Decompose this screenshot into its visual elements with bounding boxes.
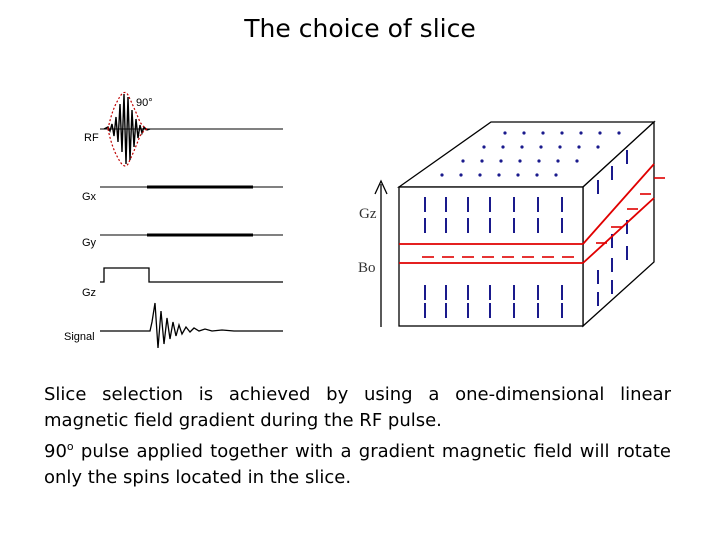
spin-dot xyxy=(539,145,543,149)
spin-dot xyxy=(596,145,600,149)
spin-dot xyxy=(478,173,482,177)
spin-dot xyxy=(522,131,526,135)
spin-dot xyxy=(598,131,602,135)
rf-pulse xyxy=(103,93,151,165)
spin-dot xyxy=(503,131,507,135)
selected-slice xyxy=(399,163,665,264)
signal-label: Signal xyxy=(64,331,95,343)
spin-dot xyxy=(537,159,541,163)
spin-dot xyxy=(459,173,463,177)
cube xyxy=(396,120,665,328)
description-paragraph-2: 90o pulse applied together with a gradie… xyxy=(44,434,671,491)
mri-figure: RF 90° Gx Gy Gz Signal Gz Bo xyxy=(64,91,665,349)
spin-dot xyxy=(497,173,501,177)
gradient-axis: Gz Bo xyxy=(358,179,388,327)
page-title: The choice of slice xyxy=(244,14,476,43)
spins-top xyxy=(440,131,621,177)
spin-dot xyxy=(556,159,560,163)
spin-dot xyxy=(579,131,583,135)
slice-side-bottom xyxy=(582,197,655,264)
gradient-label: Gz xyxy=(359,206,377,222)
spin-dot xyxy=(518,159,522,163)
spin-dot xyxy=(482,145,486,149)
spins-right xyxy=(597,150,628,306)
spin-dot xyxy=(617,131,621,135)
spin-dot xyxy=(480,159,484,163)
degree-superscript: o xyxy=(66,440,74,453)
flip-angle-label: 90° xyxy=(136,97,153,109)
spin-dot xyxy=(499,159,503,163)
spin-dot xyxy=(461,159,465,163)
spin-dot xyxy=(440,173,444,177)
gy-label: Gy xyxy=(82,237,97,249)
angle-value: 90 xyxy=(44,441,67,462)
spins-front xyxy=(424,197,563,318)
spin-dot xyxy=(575,159,579,163)
spin-dot xyxy=(516,173,520,177)
spin-dot xyxy=(535,173,539,177)
gz-waveform xyxy=(100,267,283,283)
spin-dot xyxy=(501,145,505,149)
signal-fid xyxy=(100,302,283,349)
arrow-up-icon xyxy=(374,179,388,195)
field-label: Bo xyxy=(358,260,376,276)
slice-side-top xyxy=(582,163,655,245)
gz-label: Gz xyxy=(82,287,96,299)
spin-dot xyxy=(554,173,558,177)
spin-dot xyxy=(577,145,581,149)
spin-dot xyxy=(558,145,562,149)
description-text: Slice selection is achieved by using a o… xyxy=(44,382,671,491)
pulse-sequence: RF 90° Gx Gy Gz Signal xyxy=(64,91,283,349)
rf-label: RF xyxy=(84,132,99,144)
spin-dot xyxy=(560,131,564,135)
description-paragraph-1: Slice selection is achieved by using a o… xyxy=(44,384,671,431)
rf-envelope xyxy=(107,91,148,167)
gx-label: Gx xyxy=(82,191,97,203)
spin-dot xyxy=(541,131,545,135)
spin-dot xyxy=(520,145,524,149)
description-paragraph-2-rest: pulse applied together with a gradient m… xyxy=(44,441,671,488)
